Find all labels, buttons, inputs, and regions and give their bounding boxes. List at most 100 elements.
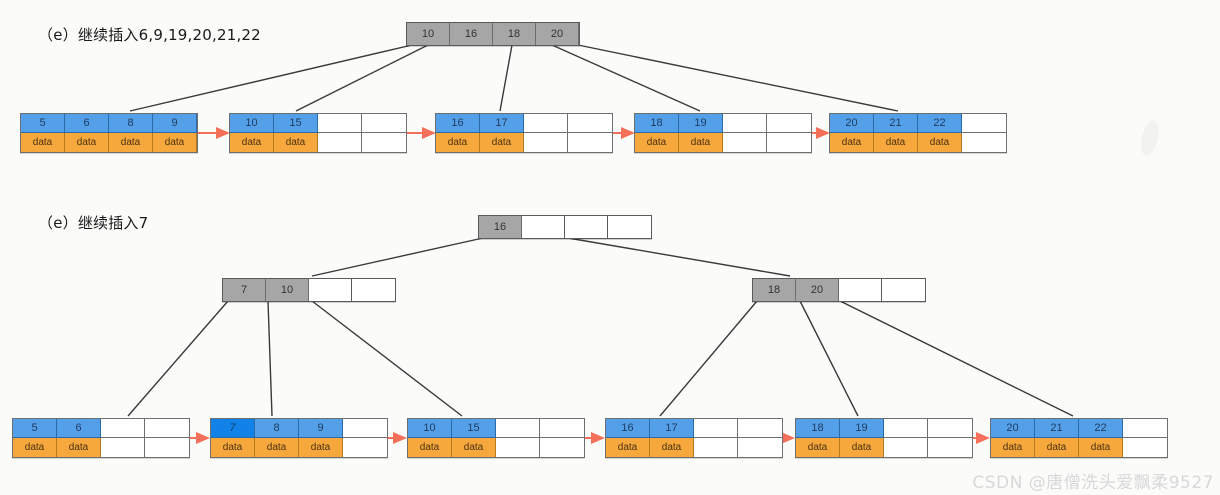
leaf-data-cell: data (13, 438, 57, 457)
index-cell (522, 216, 565, 238)
leaf-key-cell (318, 114, 362, 133)
leaf-data-cell: data (408, 438, 452, 457)
leaf-key-cell: 10 (408, 419, 452, 438)
leaf-key-cell: 17 (480, 114, 524, 133)
leaf-data-cell: data (1035, 438, 1079, 457)
caption-diagram-e2: （e）继续插入7 (38, 214, 149, 232)
leaf-data-cell: data (452, 438, 496, 457)
leaf-data-cell: data (299, 438, 343, 457)
leaf-key-cell: 10 (230, 114, 274, 133)
index-cell: 16 (450, 23, 493, 45)
leaf-key-cell: 9 (299, 419, 343, 438)
index-cell (882, 279, 925, 301)
leaf-data-cell (962, 133, 1006, 152)
tree-edge (577, 44, 899, 112)
leaf-key-cell (767, 114, 811, 133)
index-cell: 10 (266, 279, 309, 301)
leaf-data-cell: data (211, 438, 255, 457)
index-cell (608, 216, 651, 238)
leaf-key-cell: 22 (918, 114, 962, 133)
leaf-key-cell: 17 (650, 419, 694, 438)
index-cell: 7 (223, 279, 266, 301)
tree-edge (129, 44, 413, 112)
leaf-key-cell: 16 (436, 114, 480, 133)
leaf-data-cell (101, 438, 145, 457)
index-cell (565, 216, 608, 238)
index-cell (839, 279, 882, 301)
leaf-data-cell: data (918, 133, 962, 152)
tree-edge (267, 300, 273, 417)
leaf-data-cell: data (635, 133, 679, 152)
leaf-key-cell: 5 (21, 114, 65, 133)
leaf-key-cell (568, 114, 612, 133)
tree-edge (311, 300, 463, 417)
leaf-data-cell: data (650, 438, 694, 457)
leaf-key-cell: 18 (796, 419, 840, 438)
leaf-data-cell: data (874, 133, 918, 152)
leaf-key-cell: 6 (65, 114, 109, 133)
leaf-data-cell: data (840, 438, 884, 457)
leaf-key-cell: 20 (830, 114, 874, 133)
leaf-data-cell (362, 133, 406, 152)
tree-edge (127, 300, 229, 417)
leaf-key-cell (496, 419, 540, 438)
leaf-data-cell: data (153, 133, 197, 152)
leaf-key-cell: 8 (109, 114, 153, 133)
leaf-data-cell: data (21, 133, 65, 152)
leaf-data-cell (694, 438, 738, 457)
leaf-data-cell: data (991, 438, 1035, 457)
leaf-key-cell: 16 (606, 419, 650, 438)
leaf-key-cell (928, 419, 972, 438)
leaf-data-cell (524, 133, 568, 152)
leaf-data-cell: data (1079, 438, 1123, 457)
leaf-key-cell: 19 (840, 419, 884, 438)
leaf-key-cell (101, 419, 145, 438)
leaf-data-cell: data (679, 133, 723, 152)
index-cell (352, 279, 395, 301)
tree-edge (499, 44, 513, 112)
leaf-key-cell: 18 (635, 114, 679, 133)
leaf-key-cell (694, 419, 738, 438)
tree-edge (839, 300, 1074, 417)
watermark: CSDN @唐僧洗头爱飘柔9527 (972, 473, 1214, 493)
leaf-key-cell (540, 419, 584, 438)
leaf-data-cell: data (65, 133, 109, 152)
index-cell: 16 (479, 216, 522, 238)
tree-edge (799, 300, 859, 417)
leaf-data-cell: data (255, 438, 299, 457)
leaf-data-cell: data (436, 133, 480, 152)
leaf-data-cell (723, 133, 767, 152)
index-cell: 20 (536, 23, 579, 45)
leaf-key-cell (723, 114, 767, 133)
leaf-data-cell: data (830, 133, 874, 152)
index-cell: 10 (407, 23, 450, 45)
leaf-key-cell (738, 419, 782, 438)
index-cell (309, 279, 352, 301)
leaf-data-cell: data (606, 438, 650, 457)
